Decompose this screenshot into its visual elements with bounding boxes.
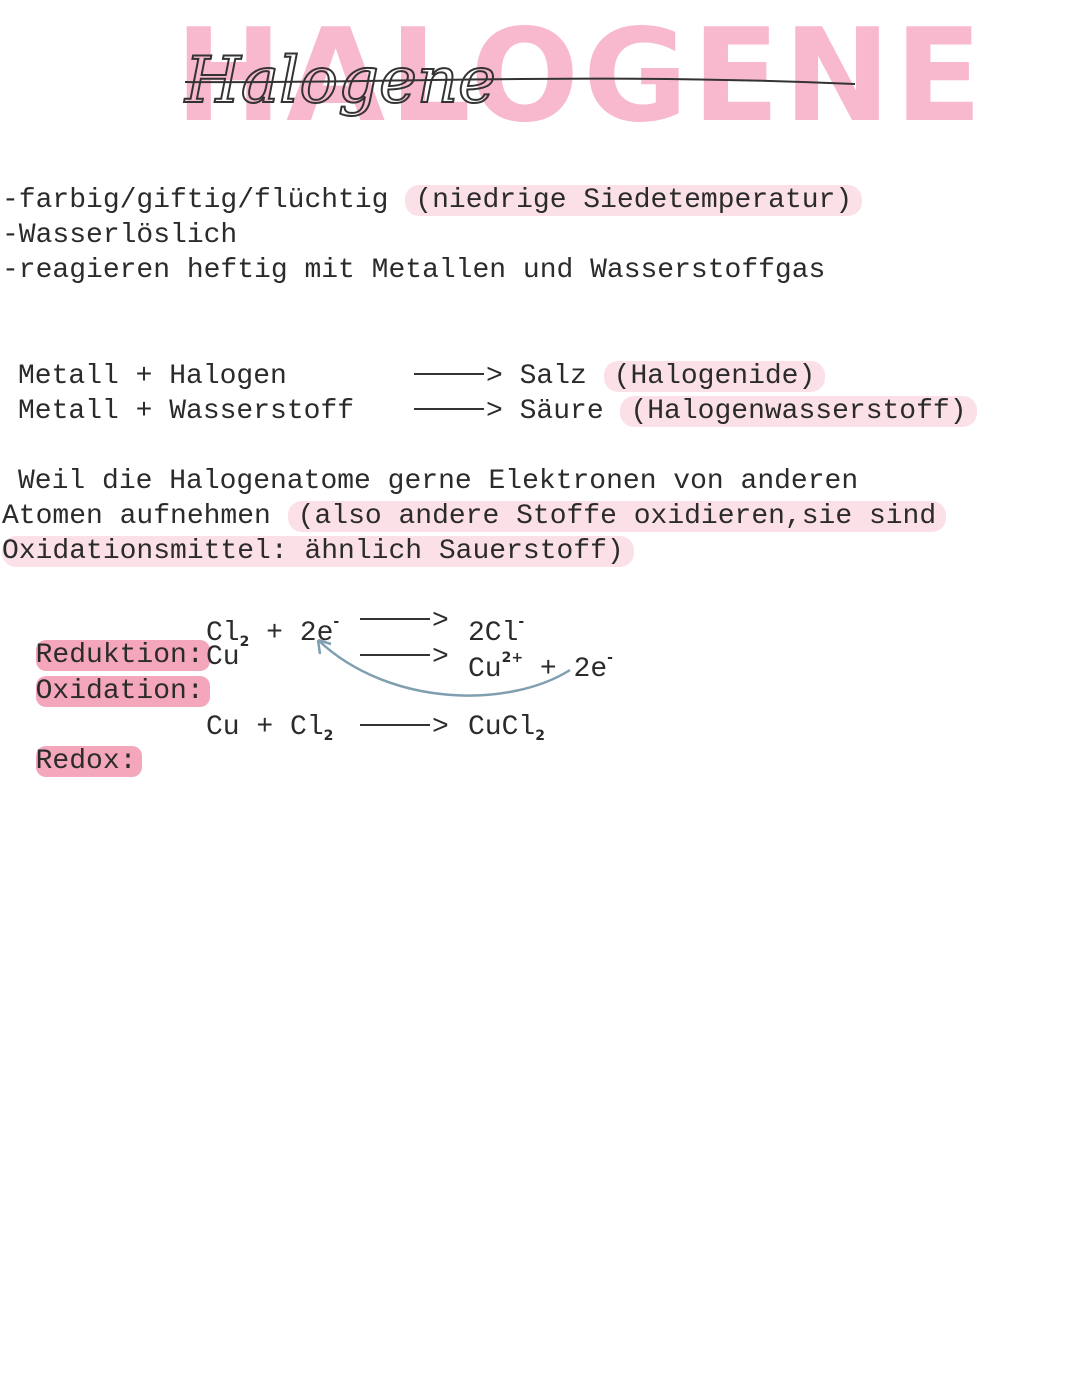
property-text: -reagieren heftig mit Metallen und Wasse…	[2, 255, 826, 286]
formula-cl: Cl	[290, 712, 324, 743]
title-handwriting: Halogene	[183, 43, 856, 119]
property-note: (niedrige Siedetemperatur)	[405, 185, 863, 216]
subscript: 2	[239, 634, 250, 650]
superscript: 2+	[501, 650, 524, 666]
oxidation-label: Oxidation:	[35, 676, 210, 707]
oxidation-arrow: >	[354, 641, 449, 675]
property-text: -Wasserlöslich	[2, 220, 238, 251]
transfer-arrow-head-icon	[316, 638, 332, 655]
explanation-line-1: Weil die Halogenatome gerne Elektronen v…	[18, 466, 859, 497]
plus-sign: +	[266, 618, 283, 649]
subscript: 2	[535, 728, 545, 744]
arrow-head-icon: >	[432, 712, 449, 743]
formula-cl: Cl	[206, 618, 240, 649]
transfer-curve	[317, 639, 571, 697]
redox-rhs: CuCl2	[468, 711, 545, 753]
oxidation-equation: Oxidation:Cu>Cu2+ + 2e-	[2, 641, 613, 709]
reduction-lhs: Cl2 + 2e-	[206, 605, 339, 659]
property-line-3: -reagieren heftig mit Metallen und Wasse…	[2, 254, 825, 288]
property-line-1: -farbig/giftig/flüchtig (niedrige Siedet…	[2, 184, 863, 218]
page-title: HALOGENE Halogene	[175, 12, 982, 142]
electrons: 2e	[573, 654, 608, 685]
reaction-left: Metall + Wasserstoff	[18, 396, 355, 427]
superscript: -	[518, 614, 525, 630]
arrow-line	[360, 653, 430, 656]
redox-lhs: Cu + Cl2	[206, 711, 333, 753]
explanation-highlight: Oxidationsmittel: ähnlich Sauerstoff)	[2, 536, 634, 567]
redox-label: Redox:	[35, 746, 143, 777]
explanation-line-3: Oxidationsmittel: ähnlich Sauerstoff)	[2, 535, 634, 569]
oxidation-rhs: Cu2+ + 2e-	[468, 641, 613, 687]
explanation-highlight: (also andere Stoffe oxidieren,sie sind	[287, 501, 947, 532]
reaction-line-1: Metall + Halogen > Salz (Halogenide)	[18, 360, 826, 394]
reduction-label: Reduktion:	[35, 640, 210, 671]
arrow-line	[360, 723, 430, 726]
arrow-line	[360, 617, 430, 620]
arrow-line	[414, 372, 484, 375]
arrow-head-icon: >	[486, 361, 503, 392]
plus-sign: +	[256, 712, 274, 743]
redox-equation: Redox:Cu + Cl2>CuCl2	[2, 711, 545, 779]
superscript: -	[333, 614, 340, 630]
reduction-arrow: >	[354, 605, 449, 639]
explanation-plain: Atomen aufnehmen	[2, 501, 271, 532]
oxidation-lhs: Cu	[206, 642, 240, 673]
reaction-right: Salz	[519, 361, 587, 392]
reaction-note: (Halogenide)	[603, 361, 826, 392]
electron-transfer-arrow	[316, 638, 571, 697]
reaction-right: Säure	[519, 396, 604, 427]
subscript: 2	[323, 728, 334, 744]
reduction-equation: Reduktion:Cl2 + 2e->2Cl-	[2, 605, 524, 673]
arrow-line	[414, 407, 484, 410]
plus-sign: +	[539, 654, 557, 685]
reaction-line-2: Metall + Wasserstoff > Säure (Halogenwass…	[18, 395, 977, 429]
explanation-line-2: Atomen aufnehmen (also andere Stoffe oxi…	[2, 500, 947, 534]
title-block-letters: HALOGENE	[175, 2, 987, 151]
redox-arrow: >	[354, 711, 449, 745]
title-underline-stroke	[184, 77, 856, 85]
arrow-head-icon: >	[432, 606, 449, 637]
formula-cu: Cu	[468, 654, 502, 685]
property-line-2: -Wasserlöslich	[2, 219, 237, 253]
formula-cu: Cu	[206, 712, 240, 743]
property-text: -farbig/giftig/flüchtig	[2, 185, 389, 216]
reaction-note: (Halogenwasserstoff)	[620, 396, 977, 427]
formula-cucl: CuCl	[468, 712, 536, 743]
superscript: -	[607, 650, 613, 666]
reduction-rhs: 2Cl-	[468, 605, 524, 651]
formula-2cl: 2Cl	[468, 618, 519, 649]
reaction-left: Metall + Halogen	[18, 361, 287, 392]
arrow-head-icon: >	[486, 396, 503, 427]
arrow-head-icon: >	[432, 642, 449, 673]
